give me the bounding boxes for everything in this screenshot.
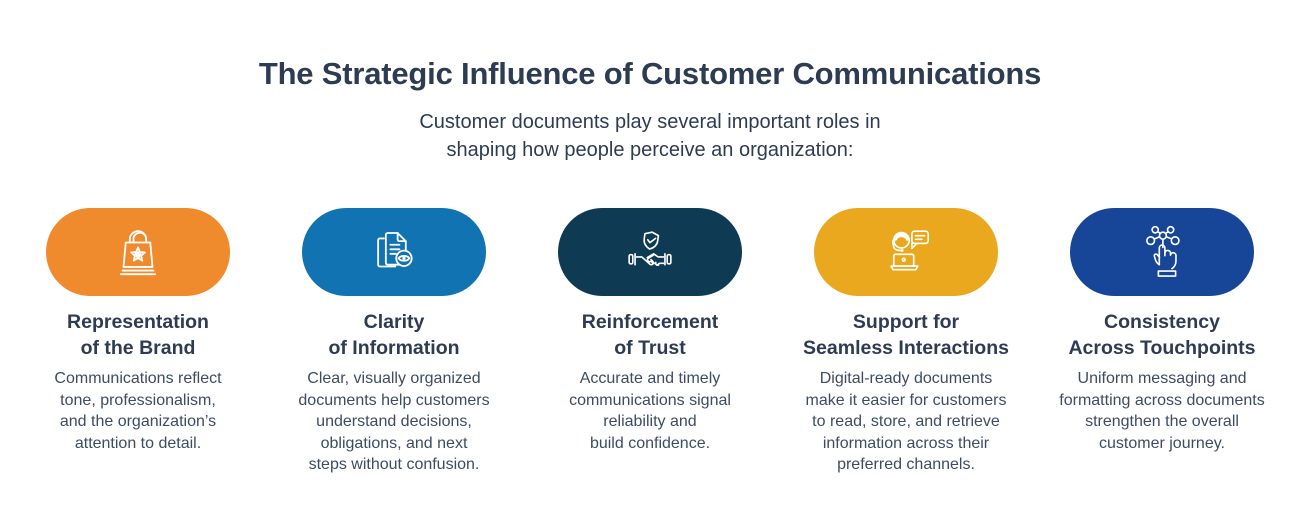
card-representation-of-the-brand: Representation of the Brand Communicatio… xyxy=(14,208,262,476)
pill-royal-blue xyxy=(1070,208,1254,296)
touch-network-icon xyxy=(1146,225,1180,277)
card-body: Clear, visually organized documents help… xyxy=(298,370,490,473)
page-subtitle: Customer documents play several importan… xyxy=(419,111,881,161)
card-consistency-across-touchpoints: Consistency Across Touchpoints Uniform m… xyxy=(1038,208,1286,476)
pill-blue xyxy=(302,208,486,296)
card-body: Digital-ready documents make it easier f… xyxy=(805,370,1007,473)
card-body: Accurate and timely communications signa… xyxy=(569,370,731,452)
pill-gold xyxy=(814,208,998,296)
card-body: Uniform messaging and formatting across … xyxy=(1059,370,1265,452)
page-title: The Strategic Influence of Customer Comm… xyxy=(258,56,1042,91)
card-support-for-seamless-interactions: Support for Seamless Interactions Digita… xyxy=(782,208,1030,476)
support-agent-icon xyxy=(890,230,930,271)
document-eye-icon xyxy=(377,232,413,268)
pill-orange xyxy=(46,208,230,296)
card-clarity-of-information: Clarity of Information Clear, visually o… xyxy=(270,208,518,476)
header: The Strategic Influence of Customer Comm… xyxy=(0,0,1300,164)
card-title: Representation of the Brand xyxy=(67,311,209,359)
card-title: Support for Seamless Interactions xyxy=(803,311,1009,359)
handshake-shield-icon xyxy=(628,231,672,266)
cards-row: Representation of the Brand Communicatio… xyxy=(0,208,1300,476)
card-title: Clarity of Information xyxy=(328,311,460,359)
shopping-bag-star-icon xyxy=(119,230,157,276)
card-title: Consistency Across Touchpoints xyxy=(1068,311,1256,359)
card-reinforcement-of-trust: Reinforcement of Trust Accurate and time… xyxy=(526,208,774,476)
card-body: Communications reflect tone, professiona… xyxy=(54,370,222,452)
pill-navy xyxy=(558,208,742,296)
card-title: Reinforcement of Trust xyxy=(581,311,719,359)
